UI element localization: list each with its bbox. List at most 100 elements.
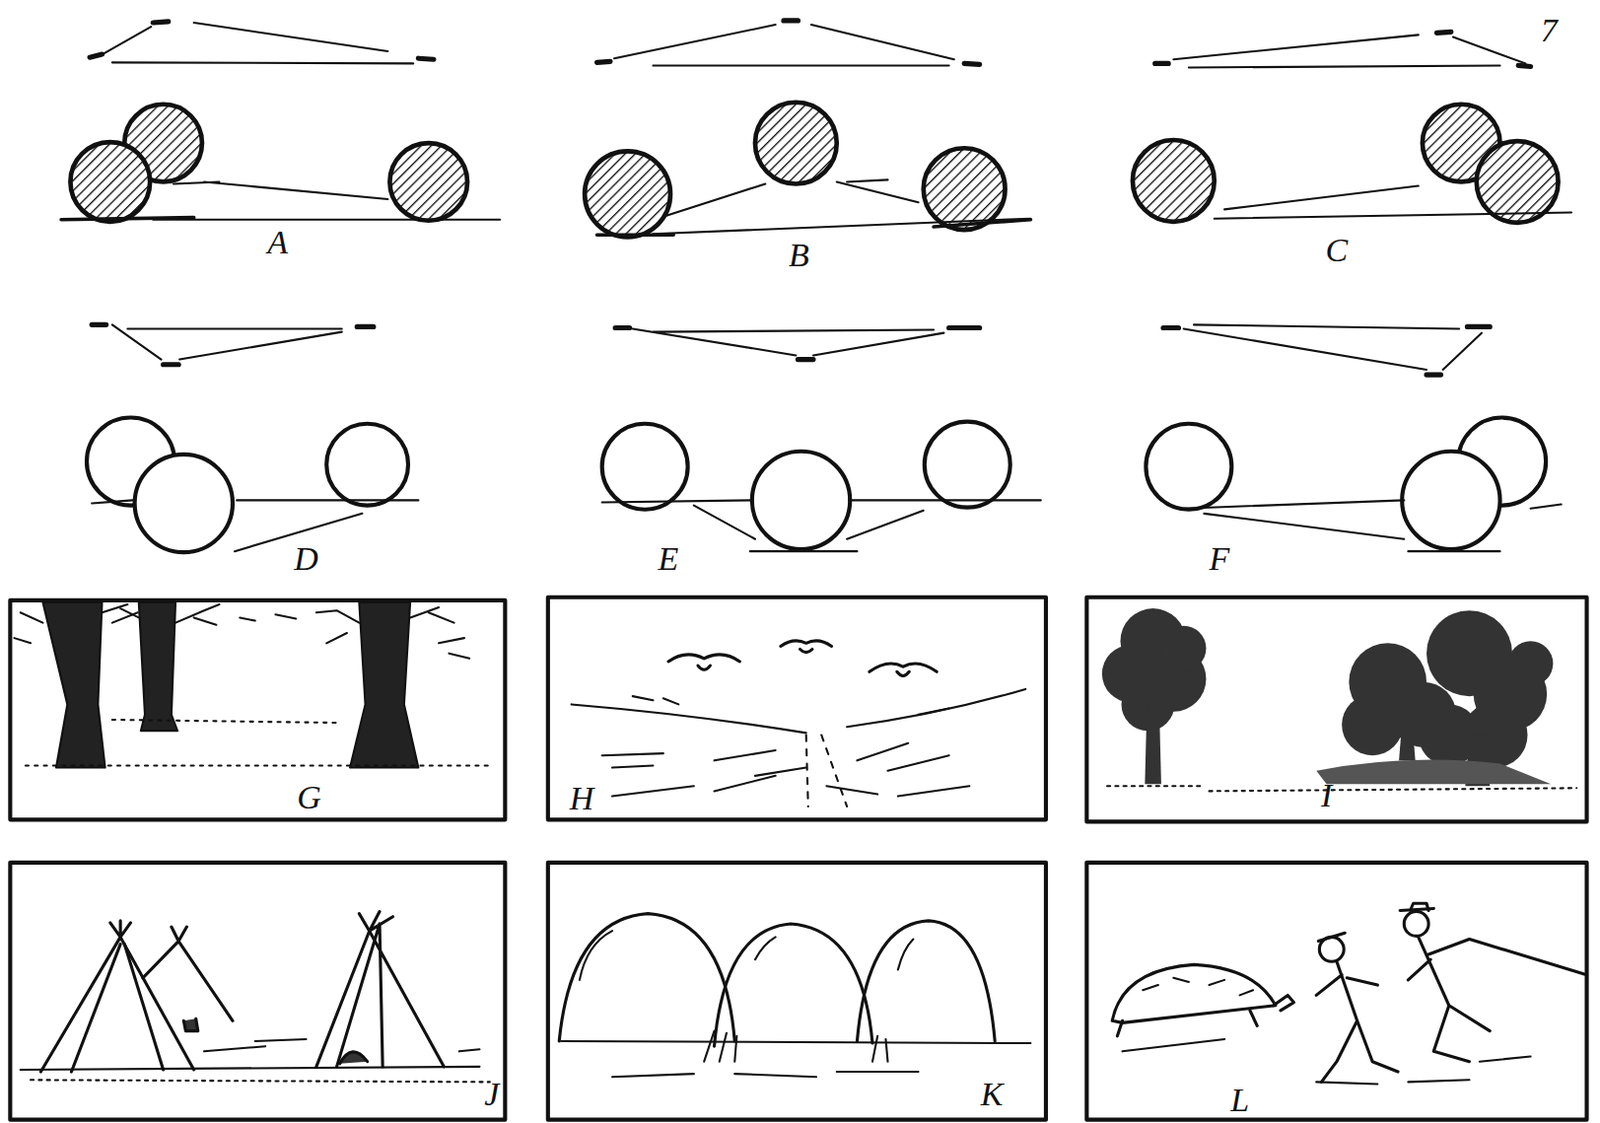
- panel-frames: [548, 597, 1046, 821]
- landscape: [602, 743, 950, 776]
- perspective-lines: [1173, 34, 1526, 68]
- perspective-lines: [112, 324, 343, 359]
- tree-trunks: [139, 602, 178, 731]
- outline-spheres: [752, 451, 850, 550]
- figure-letter: J: [484, 1077, 499, 1112]
- birds: [697, 665, 710, 670]
- hatched-spheres: [1132, 139, 1215, 222]
- tree-trunks: [349, 602, 418, 768]
- outline-spheres: [135, 454, 233, 553]
- landscape: [571, 689, 1027, 734]
- outline-spheres: [326, 423, 409, 506]
- ground-lines: [1214, 186, 1572, 219]
- hatched-spheres: [69, 141, 150, 222]
- perspective-lines: [1155, 31, 1531, 67]
- perspective-lines: [632, 329, 945, 356]
- figure-letter: G: [296, 780, 322, 815]
- teepees: [20, 911, 490, 1083]
- teepees: [316, 911, 444, 1067]
- perspective-lines: [615, 327, 980, 359]
- haystacks: [558, 913, 1031, 1078]
- figure-letter: H: [569, 781, 595, 816]
- hatched-spheres: [584, 150, 671, 237]
- teepees: [183, 1018, 198, 1031]
- teepees: [40, 920, 194, 1072]
- figure-letter: I: [1321, 778, 1332, 813]
- haystacks: [703, 1031, 888, 1062]
- birds: [780, 640, 833, 647]
- ground-lines: [152, 181, 500, 219]
- birds: [668, 640, 937, 677]
- birds: [869, 663, 937, 672]
- trees: [1316, 760, 1551, 785]
- panel-frames: [1086, 862, 1587, 1120]
- race-scene: [1399, 903, 1434, 910]
- race-scene: [1142, 977, 1253, 996]
- teepees: [340, 1051, 368, 1064]
- race-scene: [1122, 1039, 1531, 1085]
- panel-frames: [1086, 597, 1587, 823]
- birds: [897, 671, 909, 676]
- landscape: [806, 734, 847, 806]
- race-scene: [1403, 911, 1429, 937]
- race-scene: [1316, 961, 1398, 1082]
- teepees: [20, 1039, 481, 1070]
- landscape: [612, 775, 970, 797]
- birds: [800, 649, 813, 653]
- trees: [1508, 640, 1554, 687]
- perspective-lines: [91, 324, 1490, 375]
- hatched-spheres: [1476, 140, 1559, 223]
- tree-trunks: [13, 604, 138, 643]
- tree-trunks: [316, 607, 465, 643]
- landscape: [571, 689, 1027, 807]
- figure-letter: L: [1230, 1083, 1250, 1117]
- figure-letter: A: [267, 225, 288, 260]
- ground-lines: [91, 499, 418, 552]
- teepees: [30, 1079, 490, 1082]
- birds: [668, 654, 740, 662]
- figure-letter: D: [293, 542, 319, 576]
- haystacks: [856, 920, 995, 1042]
- tree-trunks: [120, 604, 219, 626]
- trees: [1102, 608, 1554, 786]
- outline-spheres: [1145, 423, 1232, 510]
- perspective-lines: [104, 22, 415, 64]
- haystacks: [579, 930, 913, 980]
- teepees: [70, 944, 163, 1072]
- tree-trunks: [25, 719, 490, 766]
- perspective-lines: [89, 21, 434, 60]
- perspective-lines: [615, 327, 980, 359]
- panel-frames: [9, 600, 505, 821]
- race-scene: [1116, 1010, 1257, 1037]
- haystacks: [560, 1041, 1031, 1077]
- figure-letter: B: [788, 238, 810, 273]
- perspective-lines: [597, 20, 980, 66]
- perspective-lines: [1183, 324, 1482, 370]
- outline-spheres: [86, 417, 1546, 554]
- tree-trunks: [13, 604, 470, 659]
- landscape: [632, 695, 950, 715]
- ground-lines: [1107, 785, 1577, 791]
- haystacks: [558, 913, 735, 1042]
- trees: [1144, 703, 1162, 784]
- perspective-lines: [91, 324, 374, 364]
- race-scene: [1318, 932, 1345, 941]
- ground-lines: [652, 179, 1031, 234]
- hatched-spheres: [755, 102, 837, 185]
- figure-letter: E: [658, 542, 680, 576]
- tree-trunks: [42, 602, 105, 768]
- race-scene: [1273, 994, 1295, 1011]
- perspective-lines: [597, 20, 980, 66]
- figure-letter: K: [980, 1077, 1004, 1112]
- perspective-lines: [89, 21, 434, 60]
- figure-letter: C: [1325, 233, 1349, 268]
- perspective-lines: [1155, 31, 1531, 67]
- panel-frames: [9, 597, 1587, 1120]
- ground-lines: [1107, 785, 1577, 791]
- outline-spheres: [602, 423, 689, 510]
- panel-frames: [548, 862, 1046, 1120]
- race-scene: [1112, 903, 1587, 1084]
- teepees: [142, 926, 233, 1021]
